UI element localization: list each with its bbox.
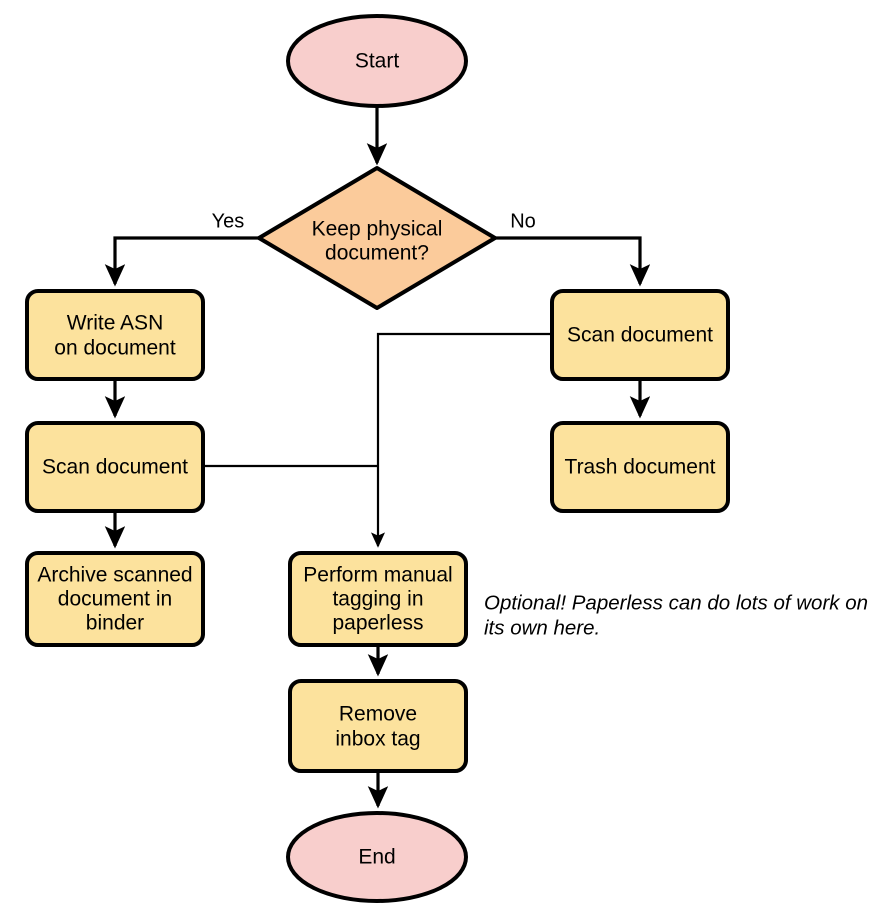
start-ellipse[interactable] [286, 14, 468, 108]
archive-label-line2: document in [58, 588, 172, 611]
start-label: Start [355, 50, 400, 73]
scan-document-right-box[interactable] [550, 289, 730, 381]
tagging-label-line3: paperless [332, 612, 423, 635]
node-write-asn-on-document[interactable]: Write ASN on document [25, 289, 205, 381]
edge-scan-document-right-to-tagging [370, 332, 552, 548]
decision-label-line2: document? [325, 242, 429, 265]
write-asn-label-line1: Write ASN [67, 312, 163, 335]
archive-label-line3: binder [86, 612, 144, 635]
decision-diamond[interactable] [257, 166, 497, 310]
remove-inbox-tag-label-line2: inbox tag [335, 728, 420, 751]
scan-document-left-box[interactable] [25, 421, 205, 513]
tagging-label-line1: Perform manual [303, 564, 452, 587]
node-scan-document-left[interactable]: Scan document [25, 421, 205, 513]
edge-decision-yes-to-write-asn [104, 236, 259, 287]
node-keep-physical-document[interactable]: Keep physical document? [257, 166, 497, 310]
scan-document-right-label: Scan document [567, 324, 713, 347]
edge-label-yes: Yes [212, 210, 245, 232]
edge-label-layer: Yes No [212, 210, 536, 232]
archive-document-box[interactable] [25, 551, 205, 647]
archive-label-line1: Archive scanned [37, 564, 192, 587]
trash-document-box[interactable] [550, 421, 730, 513]
node-perform-manual-tagging-in-paperless[interactable]: Perform manual tagging in paperless [288, 551, 468, 647]
scan-document-left-label: Scan document [42, 456, 188, 479]
remove-inbox-tag-box[interactable] [288, 679, 468, 773]
node-trash-document[interactable]: Trash document [550, 421, 730, 513]
node-remove-inbox-tag[interactable]: Remove inbox tag [288, 679, 468, 773]
node-scan-document-right[interactable]: Scan document [550, 289, 730, 381]
remove-inbox-tag-label-line1: Remove [339, 703, 417, 726]
write-asn-label-line2: on document [54, 337, 176, 360]
trash-document-label: Trash document [565, 456, 716, 479]
annotation-optional-note: Optional! Paperless can do lots of work … [484, 591, 868, 639]
tagging-label-line2: tagging in [332, 588, 423, 611]
edge-decision-no-to-scan-document-right [495, 236, 651, 287]
end-ellipse[interactable] [286, 811, 468, 903]
node-start[interactable]: Start [286, 14, 468, 108]
decision-label-line1: Keep physical [312, 218, 443, 241]
node-end[interactable]: End [286, 811, 468, 903]
optional-note-line1: Optional! Paperless can do lots of work … [484, 591, 868, 614]
edge-layer [104, 107, 651, 809]
perform-manual-tagging-box[interactable] [288, 551, 468, 647]
end-label: End [358, 846, 395, 869]
optional-note-line2: its own here. [484, 616, 600, 639]
edge-label-no: No [510, 210, 536, 232]
write-asn-box[interactable] [25, 289, 205, 381]
node-archive-scanned-document-in-binder[interactable]: Archive scanned document in binder [25, 551, 205, 647]
